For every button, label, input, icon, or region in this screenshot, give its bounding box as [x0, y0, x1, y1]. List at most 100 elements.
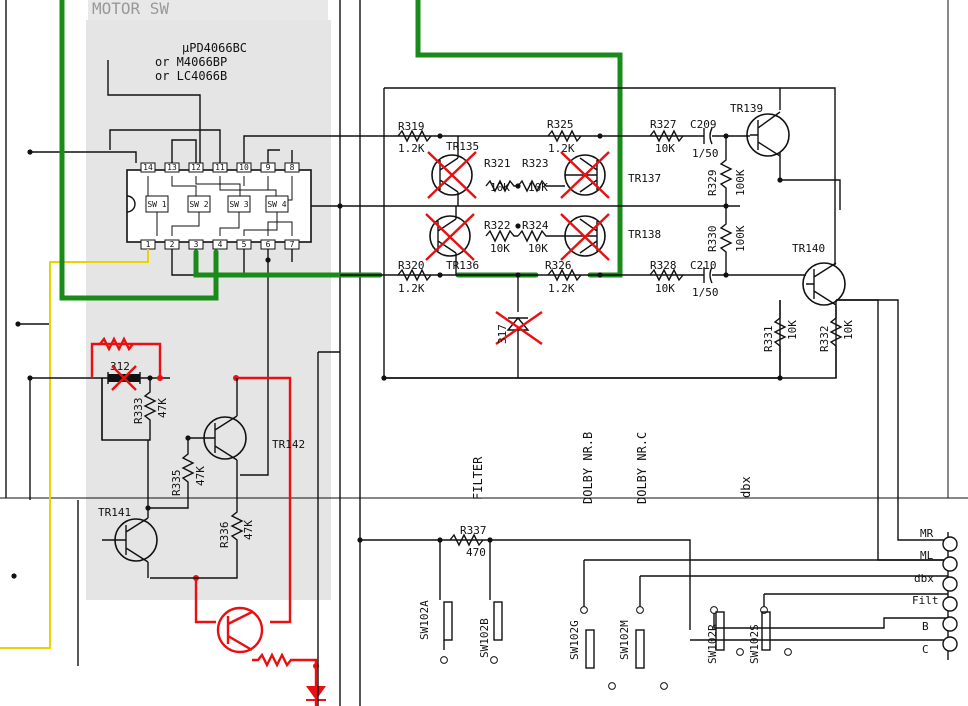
ic-part-line2: or M4066BP: [155, 55, 227, 69]
tr136-label: TR136: [446, 259, 479, 272]
r321-value: 10K: [490, 181, 510, 194]
transistor-tr139: TR139: [730, 102, 790, 157]
resistor-r329: R329 100K: [706, 136, 747, 206]
resistor-r328: R328 10K: [649, 259, 684, 295]
resistor-r330: R330 100K: [706, 206, 747, 275]
connector-pin-mr[interactable]: [942, 536, 958, 552]
switch-sw102g[interactable]: SW102G: [568, 606, 616, 690]
resistor-r335: R335 47K: [150, 438, 207, 509]
ic-pin-4: 4: [218, 240, 223, 249]
r323-value: 10K: [528, 181, 548, 194]
switch-sw102r[interactable]: SW102R: [706, 606, 744, 664]
r331-label: R331: [762, 326, 775, 353]
ic-pin-2: 2: [170, 240, 175, 249]
yellow-trace: [0, 249, 149, 649]
r320-value: 1.2K: [398, 282, 425, 295]
r322-value: 10K: [490, 242, 510, 255]
resistor-r336: R336 47K: [150, 475, 255, 579]
r337-label: R337: [460, 524, 487, 537]
switch-sw102b[interactable]: SW102B: [478, 601, 503, 664]
tr142-label: TR142: [272, 438, 305, 451]
ic-pin-8: 8: [290, 163, 295, 172]
r324-value: 10K: [528, 242, 548, 255]
ic-pin-14: 14: [143, 163, 153, 172]
connector-label-b: B: [922, 620, 929, 633]
d317-label: 317: [496, 324, 509, 344]
tr141-label: TR141: [98, 506, 131, 519]
ic-switch-2-label: SW 2: [189, 200, 208, 209]
diode-d317: 317: [495, 275, 543, 378]
r330-value: 100K: [734, 225, 747, 252]
sw102r-label: SW102R: [706, 624, 719, 664]
r319-label: R319: [398, 120, 425, 133]
sw102s-label: SW102S: [748, 624, 761, 664]
connector-label-c: C: [922, 643, 929, 656]
r320-label: R320: [398, 259, 425, 272]
ic-switch-4-label: SW 4: [267, 200, 286, 209]
c210-value: 1/50: [692, 286, 719, 299]
transistor-tr140: TR140: [792, 242, 846, 306]
r322-label: R322: [484, 219, 511, 232]
diode-d312: 312: [30, 360, 170, 391]
r329-value: 100K: [734, 169, 747, 196]
ic-pin-6: 6: [266, 240, 271, 249]
r323-label: R323: [522, 157, 549, 170]
sw102m-label: SW102M: [618, 620, 631, 660]
resistor-r321: R321 10K: [484, 157, 518, 194]
connector-label-dbx: dbx: [914, 572, 934, 585]
switch-bank-wiring: [357, 537, 949, 641]
connector-pin-dbx[interactable]: [942, 576, 958, 592]
r321-label: R321: [484, 157, 511, 170]
resistor-r322: R322 10K: [484, 219, 518, 255]
connector-pin-b[interactable]: [942, 616, 958, 632]
ic-part-line1: μPD4066BC: [182, 41, 247, 55]
transistor-tr137: TR137: [560, 151, 661, 199]
connector-label-mr: MR: [920, 527, 934, 540]
r336-value: 47K: [242, 520, 255, 540]
ic-pin-7: 7: [290, 240, 295, 249]
resistor-r326: R326 1.2K: [545, 259, 582, 295]
capacitor-c209: C209 1/50: [690, 118, 750, 160]
switch-sw102m[interactable]: SW102M: [618, 606, 668, 690]
r319-value: 1.2K: [398, 142, 425, 155]
resistor-r320: R320 1.2K: [397, 259, 432, 295]
ic-pin-3: 3: [194, 240, 199, 249]
r336-label: R336: [218, 522, 231, 549]
resistor-r331: R331 10K: [762, 300, 799, 378]
r328-label: R328: [650, 259, 677, 272]
sw102b-label: SW102B: [478, 618, 491, 658]
ic-switch-3-label: SW 3: [229, 200, 248, 209]
function-filter: FILTER: [471, 456, 485, 500]
r327-label: R327: [650, 118, 677, 131]
r335-value: 47K: [194, 466, 207, 486]
function-dolby-b: DOLBY NR.B: [581, 432, 595, 504]
switch-sw102s[interactable]: SW102S: [748, 606, 792, 664]
tr137-label: TR137: [628, 172, 661, 185]
r330-label: R330: [706, 226, 719, 253]
function-dbx: dbx: [739, 476, 753, 498]
ic-pin-10: 10: [239, 163, 249, 172]
ic-pin-12: 12: [191, 163, 201, 172]
wire-right-352: [317, 351, 340, 706]
ic-pin-13: 13: [167, 163, 177, 172]
ic-external-wiring: [15, 60, 340, 476]
ic-internal-wiring-bottom: [156, 212, 293, 236]
connector-pin-c[interactable]: [942, 636, 958, 652]
connector-pin-ml[interactable]: [942, 556, 958, 572]
resistor-r319: R319 1.2K: [397, 120, 432, 155]
ic-top-pins: 14 13 12 11 10 9 8: [140, 162, 300, 173]
tr138-label: TR138: [628, 228, 661, 241]
switch-sw102a[interactable]: SW102A: [418, 600, 453, 664]
r327-value: 10K: [655, 142, 675, 155]
resistor-r323: R323 10K: [517, 157, 565, 194]
ic-part-line3: or LC4066B: [155, 69, 227, 83]
node-14-576: [11, 573, 17, 579]
tr139-label: TR139: [730, 102, 763, 115]
tr140-label: TR140: [792, 242, 825, 255]
connector-pin-filt[interactable]: [942, 596, 958, 612]
r332-label: R332: [818, 326, 831, 353]
r325-value: 1.2K: [548, 142, 575, 155]
node-188-438: [185, 435, 191, 441]
sw102g-label: SW102G: [568, 620, 581, 660]
